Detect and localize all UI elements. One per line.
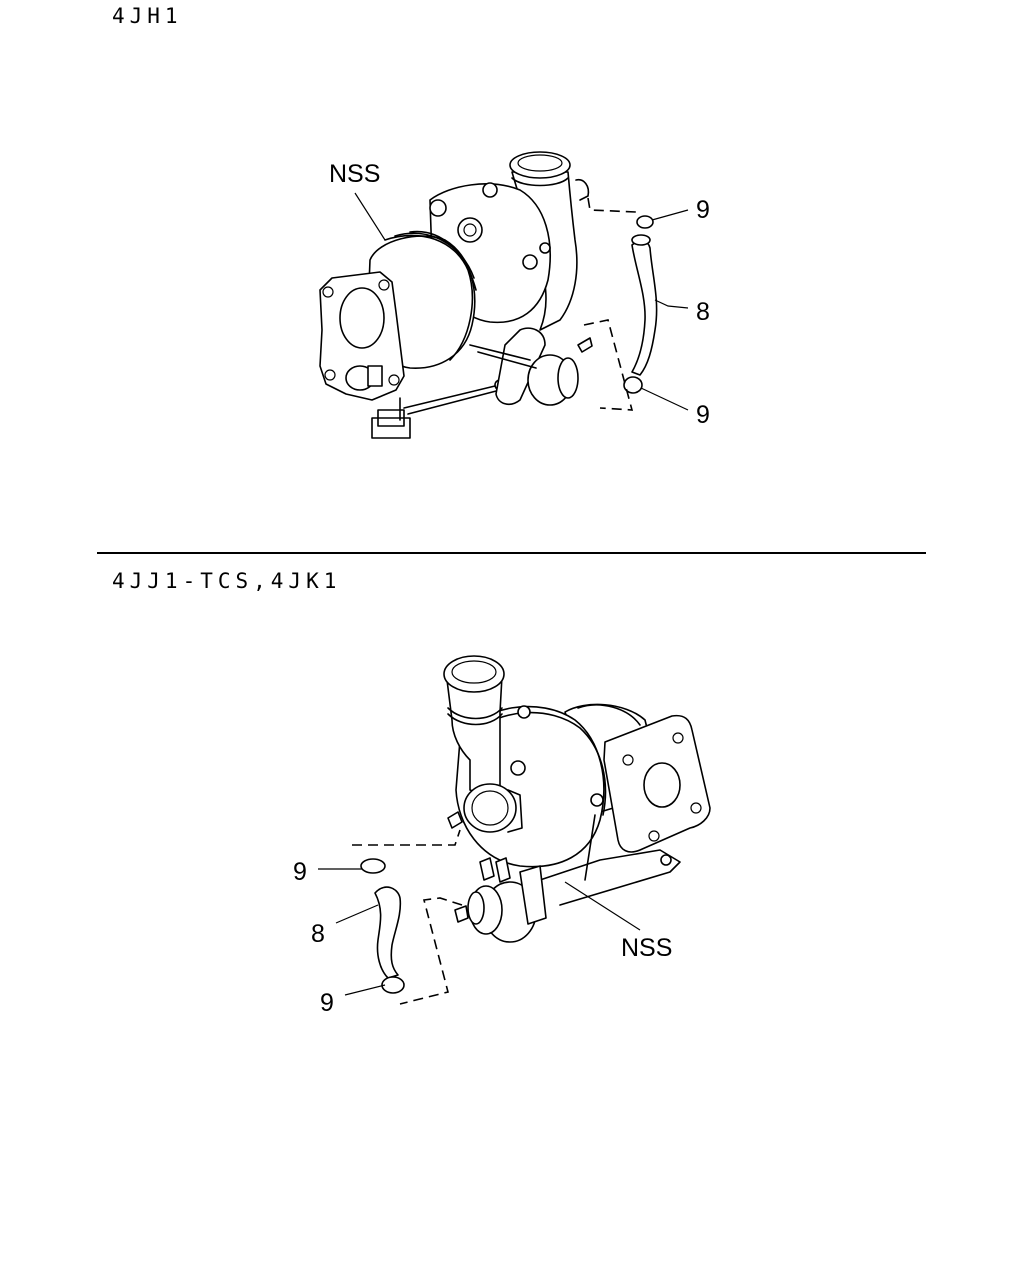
section-title-4jj1-4jk1: 4JJ1-TCS,4JK1 <box>112 569 342 593</box>
callout-9-bottom-lower: 9 <box>320 989 334 1017</box>
callout-8-bottom: 8 <box>311 920 325 948</box>
section-divider <box>97 552 926 554</box>
callout-nss-top: NSS <box>329 160 380 188</box>
turbocharger-4jj1-4jk1 <box>318 655 711 1005</box>
callout-9-top-upper: 9 <box>696 196 710 224</box>
callout-9-top-lower: 9 <box>696 401 710 429</box>
turbocharger-4jh1 <box>319 151 689 439</box>
callout-9-bottom-upper: 9 <box>293 858 307 886</box>
callout-nss-bottom: NSS <box>621 934 672 962</box>
section-title-4jh1: 4JH1 <box>112 4 183 28</box>
callout-8-top: 8 <box>696 298 710 326</box>
